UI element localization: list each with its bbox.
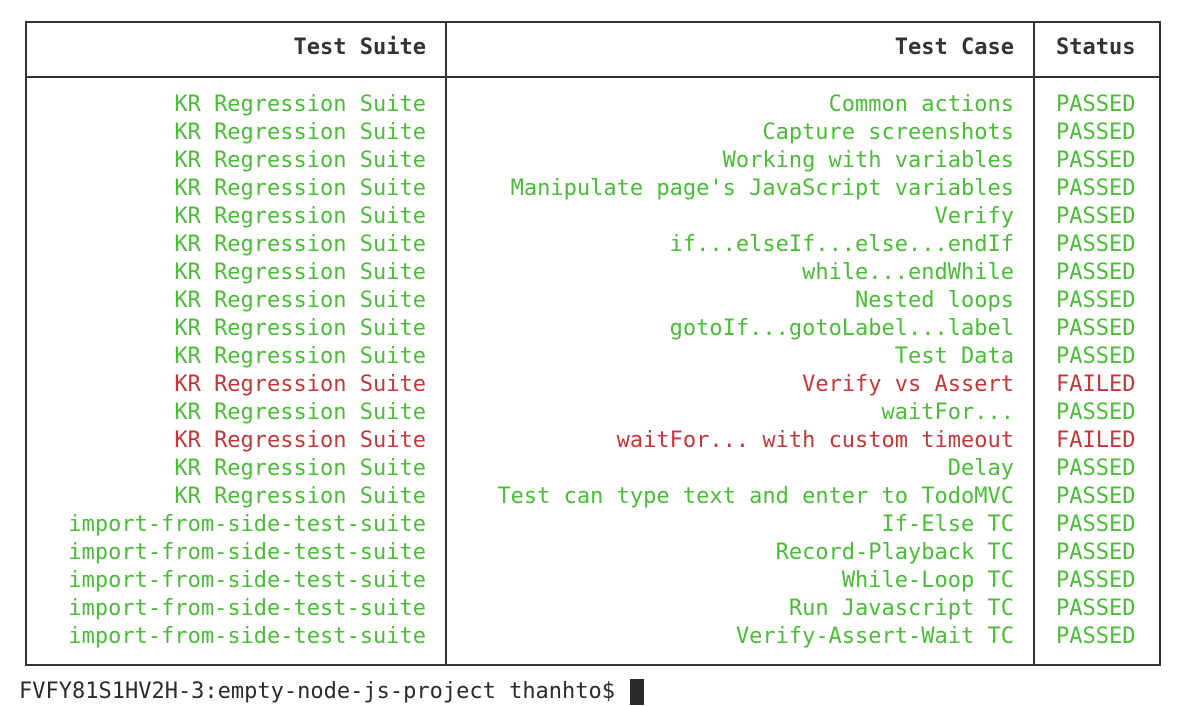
prompt-text: FVFY81S1HV2H-3:empty-node-js-project tha… — [19, 679, 616, 704]
column-divider — [1033, 23, 1035, 664]
header-status: Status — [1056, 35, 1136, 60]
test-suite-cell: KR Regression Suite — [174, 148, 426, 173]
status-cell: PASSED — [1056, 176, 1136, 201]
table-row: KR Regression Suite waitFor... PASSED — [27, 399, 1159, 427]
results-table: Test Suite Test Case Status KR Regressio… — [25, 21, 1161, 666]
test-suite-cell: KR Regression Suite — [174, 120, 426, 145]
status-cell: PASSED — [1056, 568, 1136, 593]
test-case-cell: waitFor... — [881, 400, 1014, 425]
test-case-cell: Nested loops — [855, 288, 1014, 313]
table-row: KR Regression Suite if...elseIf...else...… — [27, 231, 1159, 259]
status-cell: PASSED — [1056, 484, 1136, 509]
test-suite-cell: KR Regression Suite — [174, 456, 426, 481]
table-row: KR Regression Suite Verify PASSED — [27, 203, 1159, 231]
status-cell: PASSED — [1056, 400, 1136, 425]
test-suite-cell: import-from-side-test-suite — [68, 512, 426, 537]
test-case-cell: While-Loop TC — [841, 568, 1014, 593]
test-suite-cell: KR Regression Suite — [174, 344, 426, 369]
test-case-cell: If-Else TC — [881, 512, 1014, 537]
status-cell: PASSED — [1056, 288, 1136, 313]
status-cell: PASSED — [1056, 232, 1136, 257]
table-row: import-from-side-test-suite If-Else TC PAS… — [27, 511, 1159, 539]
table-row: KR Regression Suite waitFor... with custo… — [27, 427, 1159, 455]
status-cell: PASSED — [1056, 204, 1136, 229]
header-test-suite: Test Suite — [293, 35, 426, 60]
table-row: import-from-side-test-suite Run Javascrip… — [27, 595, 1159, 623]
test-suite-cell: KR Regression Suite — [174, 176, 426, 201]
status-cell: PASSED — [1056, 596, 1136, 621]
table-row: import-from-side-test-suite While-Loop TC… — [27, 567, 1159, 595]
table-row: KR Regression Suite Common actions PASSED — [27, 91, 1159, 119]
test-suite-cell: KR Regression Suite — [174, 260, 426, 285]
test-case-cell: Capture screenshots — [762, 120, 1014, 145]
test-suite-cell: KR Regression Suite — [174, 400, 426, 425]
status-cell: PASSED — [1056, 260, 1136, 285]
table-row: KR Regression Suite Nested loops PASSED — [27, 287, 1159, 315]
test-case-cell: Verify — [934, 204, 1014, 229]
header-test-case: Test Case — [894, 35, 1014, 60]
test-suite-cell: import-from-side-test-suite — [68, 568, 426, 593]
status-cell: PASSED — [1056, 456, 1136, 481]
header-divider — [27, 76, 1159, 78]
table-row: import-from-side-test-suite Record-Playba… — [27, 539, 1159, 567]
test-case-cell: Record-Playback TC — [775, 540, 1014, 565]
status-cell: PASSED — [1056, 316, 1136, 341]
test-case-cell: Common actions — [828, 92, 1014, 117]
status-cell: PASSED — [1056, 120, 1136, 145]
table-row: KR Regression Suite Manipulate page's Jav… — [27, 175, 1159, 203]
test-suite-cell: import-from-side-test-suite — [68, 624, 426, 649]
test-case-cell: if...elseIf...else...endIf — [669, 232, 1014, 257]
test-case-cell: gotoIf...gotoLabel...label — [669, 316, 1014, 341]
status-cell: PASSED — [1056, 512, 1136, 537]
test-case-cell: Test Data — [894, 344, 1014, 369]
cursor — [630, 679, 645, 705]
table-row: KR Regression Suite Verify vs Assert FAILE… — [27, 371, 1159, 399]
column-divider — [445, 23, 447, 664]
test-suite-cell: KR Regression Suite — [174, 288, 426, 313]
test-case-cell: Test can type text and enter to TodoMVC — [497, 484, 1014, 509]
table-row: KR Regression Suite Delay PASSED — [27, 455, 1159, 483]
test-suite-cell: import-from-side-test-suite — [68, 540, 426, 565]
table-row: KR Regression Suite Test can type text an… — [27, 483, 1159, 511]
test-suite-cell: KR Regression Suite — [174, 232, 426, 257]
test-suite-cell: KR Regression Suite — [174, 204, 426, 229]
status-cell: FAILED — [1056, 372, 1136, 397]
test-case-cell: Working with variables — [722, 148, 1014, 173]
test-case-cell: waitFor... with custom timeout — [616, 428, 1014, 453]
test-case-cell: Manipulate page's JavaScript variables — [510, 176, 1014, 201]
test-suite-cell: KR Regression Suite — [174, 316, 426, 341]
table-row: KR Regression Suite Working with variable… — [27, 147, 1159, 175]
status-cell: PASSED — [1056, 624, 1136, 649]
table-row: KR Regression Suite Capture screenshots PA… — [27, 119, 1159, 147]
status-cell: PASSED — [1056, 344, 1136, 369]
status-cell: FAILED — [1056, 428, 1136, 453]
status-cell: PASSED — [1056, 92, 1136, 117]
test-case-cell: while...endWhile — [802, 260, 1014, 285]
test-case-cell: Verify-Assert-Wait TC — [735, 624, 1014, 649]
test-suite-cell: KR Regression Suite — [174, 372, 426, 397]
test-suite-cell: KR Regression Suite — [174, 484, 426, 509]
test-suite-cell: KR Regression Suite — [174, 428, 426, 453]
test-case-cell: Run Javascript TC — [788, 596, 1014, 621]
table-row: import-from-side-test-suite Verify-Assert… — [27, 623, 1159, 651]
test-suite-cell: KR Regression Suite — [174, 92, 426, 117]
test-case-cell: Delay — [947, 456, 1014, 481]
table-row: KR Regression Suite Test Data PASSED — [27, 343, 1159, 371]
test-suite-cell: import-from-side-test-suite — [68, 596, 426, 621]
status-cell: PASSED — [1056, 148, 1136, 173]
terminal-prompt[interactable]: FVFY81S1HV2H-3:empty-node-js-project tha… — [19, 678, 645, 706]
table-row: KR Regression Suite while...endWhile PASSE… — [27, 259, 1159, 287]
table-row: KR Regression Suite gotoIf...gotoLabel...… — [27, 315, 1159, 343]
status-cell: PASSED — [1056, 540, 1136, 565]
test-case-cell: Verify vs Assert — [802, 372, 1014, 397]
